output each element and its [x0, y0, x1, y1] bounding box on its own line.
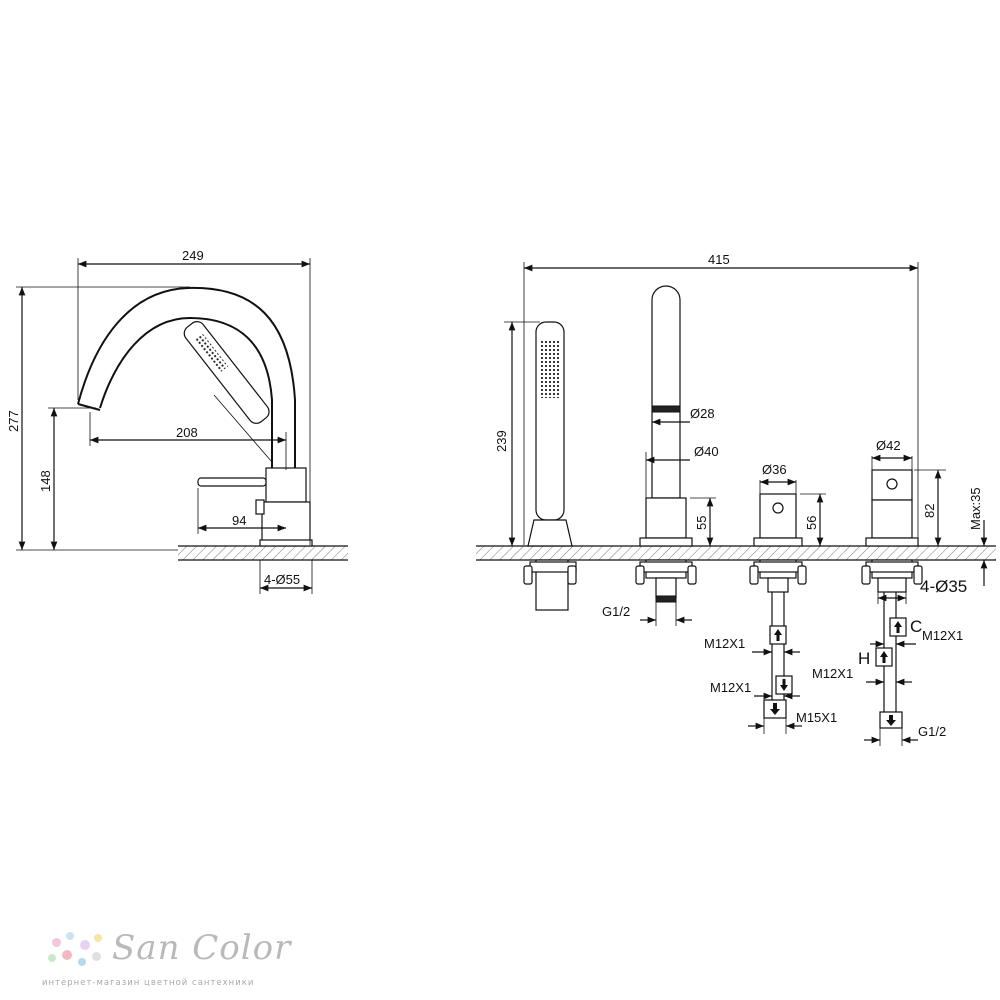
dim-mixer-dia: Ø42 — [876, 438, 901, 453]
label-hot: H — [858, 649, 870, 668]
diverter — [749, 493, 807, 719]
dim-width: 249 — [182, 248, 204, 263]
logo-dot — [80, 940, 90, 950]
dim-mixer-height: 82 — [922, 504, 937, 518]
logo-dot — [48, 954, 56, 962]
dim-riser-height: 55 — [694, 516, 709, 530]
deck-right — [476, 546, 996, 560]
front-view: 415 239 Ø28 Ø40 — [476, 252, 996, 746]
mixer — [861, 469, 923, 729]
dim-g-right: G1/2 — [918, 724, 946, 739]
deck-left — [178, 546, 348, 560]
dim-g-left: G1/2 — [602, 604, 630, 619]
lever — [197, 477, 267, 487]
dim-base: 4-Ø55 — [264, 572, 300, 587]
watermark-logo: San Color интернет-магазин цветной санте… — [42, 928, 302, 990]
dim-diverter-height: 56 — [804, 516, 819, 530]
dim-lever-reach: 94 — [232, 513, 246, 528]
dim-m-c: M15X1 — [796, 710, 837, 725]
side-view: 249 277 148 208 94 4-Ø55 — [6, 248, 348, 594]
spout — [77, 286, 296, 470]
dim-spout-height: 148 — [38, 470, 53, 492]
dim-total-width: 415 — [708, 252, 730, 267]
dim-m-a: M12X1 — [704, 636, 745, 651]
logo-name: San Color — [112, 928, 292, 968]
dim-m-e: M12X1 — [812, 666, 853, 681]
dim-height: 277 — [6, 410, 21, 432]
logo-dot — [78, 958, 86, 966]
dim-spout-reach: 208 — [176, 425, 198, 440]
logo-dot — [62, 950, 72, 960]
logo-dot — [92, 952, 101, 961]
label-cold: C — [910, 617, 922, 636]
dim-diverter-dia: Ø36 — [762, 462, 787, 477]
logo-tagline: интернет-магазин цветной сантехники — [42, 978, 255, 988]
dim-tube-dia: Ø28 — [690, 406, 715, 421]
hand-shower — [523, 321, 577, 611]
dim-riser-dia: Ø40 — [694, 444, 719, 459]
dim-deck-max: Max:35 — [968, 487, 983, 530]
logo-dot — [94, 934, 102, 942]
logo-dot — [52, 938, 61, 947]
dim-m-b: M12X1 — [710, 680, 751, 695]
dim-hole: 4-Ø35 — [920, 577, 967, 596]
dim-hand-shower-height: 239 — [494, 430, 509, 452]
logo-dots-icon — [42, 928, 112, 978]
dim-m-d: M12X1 — [922, 628, 963, 643]
hand-shower-side — [183, 321, 270, 424]
spout-riser — [635, 285, 697, 603]
mixer-body — [265, 467, 307, 503]
logo-dot — [66, 932, 74, 940]
